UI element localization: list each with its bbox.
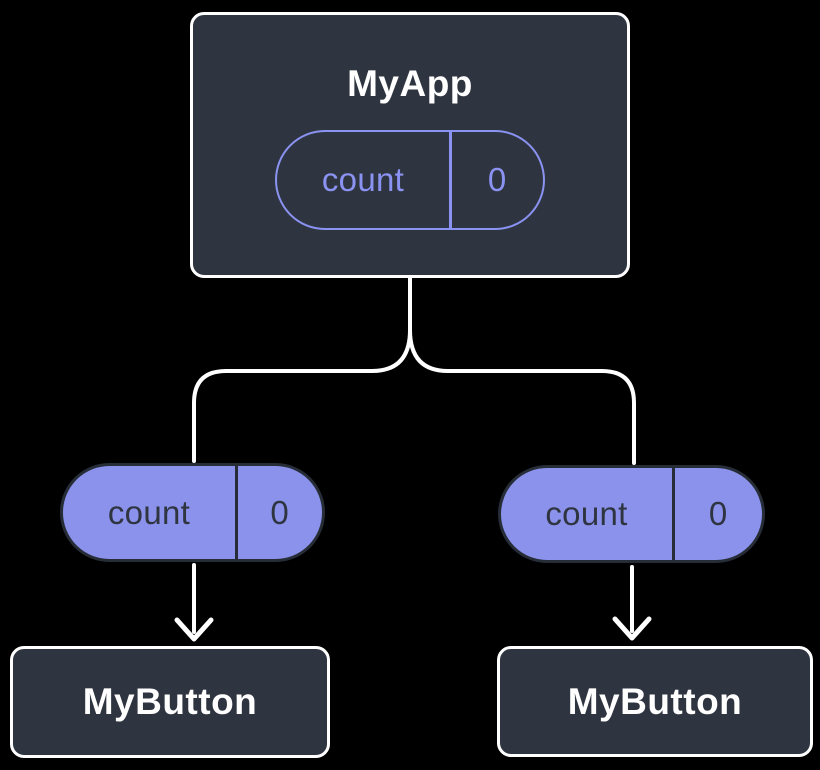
arrow-down-left-icon — [174, 617, 214, 642]
child-right-component-box: MyButton — [497, 646, 813, 757]
pill-divider — [672, 468, 675, 560]
branch-left-line — [192, 277, 412, 463]
child-right-state-name: count — [545, 495, 628, 532]
parent-component-title: MyApp — [347, 63, 473, 104]
child-right-state-pill: count 0 — [498, 465, 765, 563]
child-left-state-pill: count 0 — [60, 463, 325, 562]
parent-state-value: 0 — [487, 161, 507, 198]
parent-state-name: count — [321, 161, 405, 198]
branch-right-line — [408, 277, 636, 465]
pill-divider — [235, 466, 238, 559]
child-left-component-box: MyButton — [10, 646, 330, 758]
child-right-component-title: MyButton — [567, 680, 743, 722]
pill-divider — [449, 132, 452, 228]
child-left-state-name: count — [107, 493, 191, 531]
parent-component-box — [190, 12, 630, 278]
child-left-component-title: MyButton — [82, 681, 258, 722]
parent-state-pill: count 0 — [275, 130, 545, 230]
arrow-down-right-icon — [612, 616, 652, 641]
child-left-state-value: 0 — [270, 493, 290, 531]
child-right-state-value: 0 — [708, 495, 728, 532]
